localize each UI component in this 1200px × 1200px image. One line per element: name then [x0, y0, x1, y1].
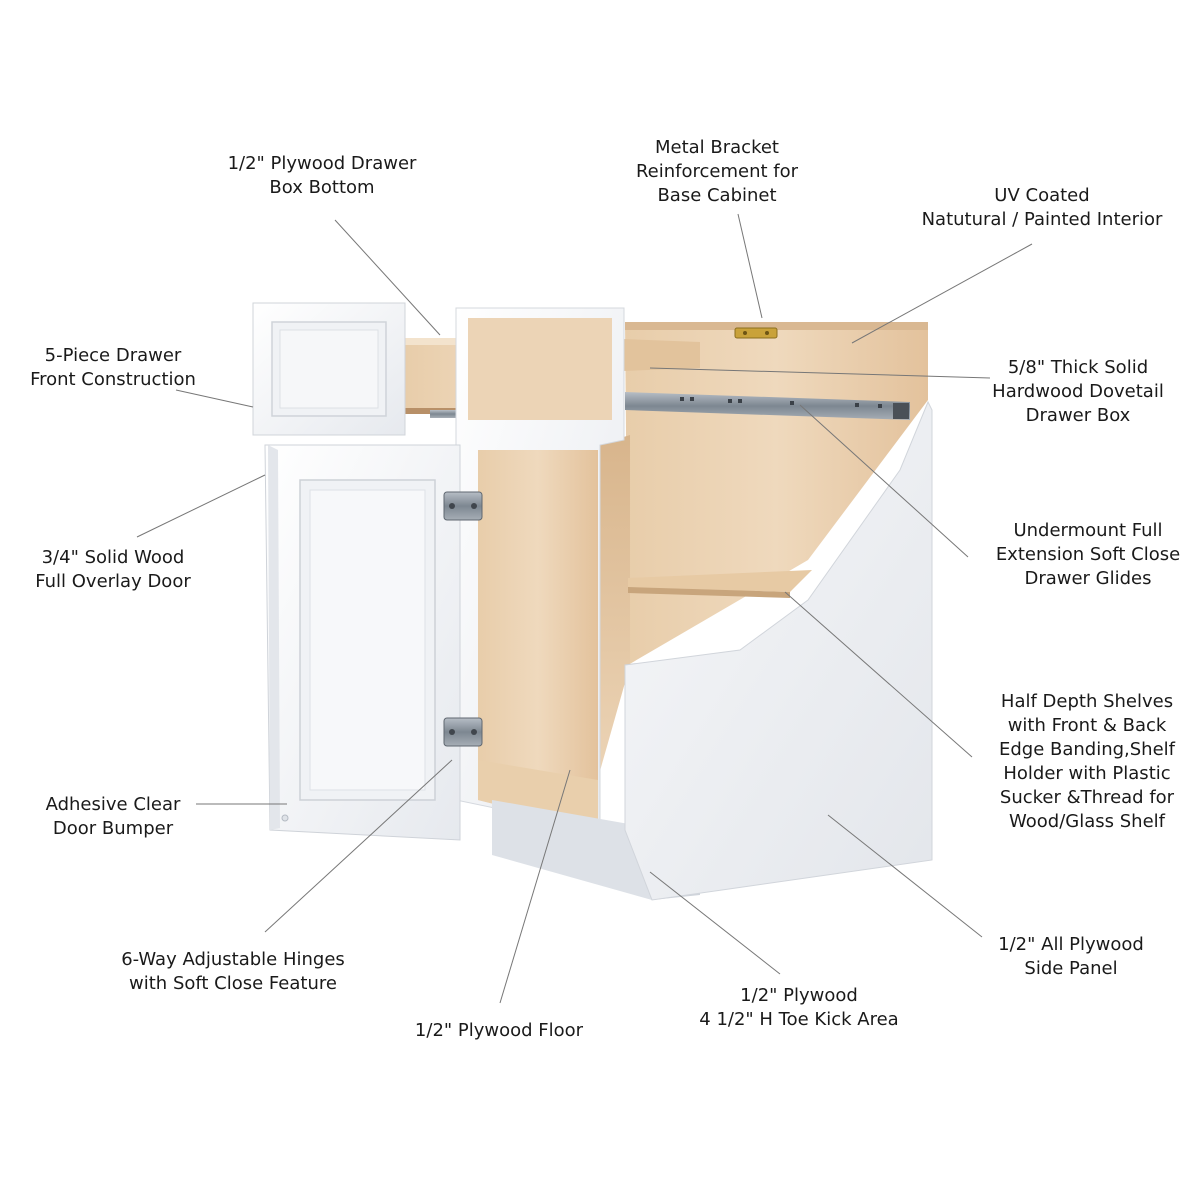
- hinge-top: [443, 491, 483, 521]
- leader-plywood-floor: [499, 769, 571, 1004]
- drawer-glide-right: [625, 392, 910, 420]
- label-overlay-door: 3/4" Solid Wood Full Overlay Door: [35, 547, 191, 592]
- face-frame: [455, 307, 625, 831]
- side-panel: [624, 400, 933, 901]
- label-toe-kick: 1/2" Plywood 4 1/2" H Toe Kick Area: [699, 985, 899, 1030]
- half-depth-shelf: [628, 570, 812, 598]
- leader-drawer-box-bottom: [334, 219, 441, 336]
- leader-dovetail-box: [649, 367, 991, 379]
- leader-overlay-door: [136, 474, 266, 538]
- label-side-panel: 1/2" All Plywood Side Panel: [998, 934, 1144, 979]
- interior-side-wall: [598, 435, 630, 778]
- leader-uv-coated: [851, 243, 1033, 344]
- cabinet-door: [264, 444, 461, 841]
- label-drawer-box-bottom: 1/2" Plywood Drawer Box Bottom: [227, 153, 417, 198]
- label-door-bumper: Adhesive Clear Door Bumper: [45, 794, 181, 839]
- label-plywood-floor: 1/2" Plywood Floor: [414, 1020, 584, 1041]
- leader-side-panel: [827, 814, 983, 938]
- metal-bracket: [734, 327, 778, 339]
- label-uv-coated: UV Coated Natutural / Painted Interior: [921, 185, 1163, 230]
- label-metal-bracket: Metal Bracket Reinforcement for Base Cab…: [635, 137, 799, 206]
- leader-drawer-front: [175, 389, 254, 408]
- label-hinges: 6-Way Adjustable Hinges with Soft Close …: [121, 949, 345, 994]
- label-dovetail-box: 5/8" Thick Solid Hardwood Dovetail Drawe…: [992, 357, 1164, 426]
- leader-half-depth-shelves: [784, 591, 973, 758]
- leader-metal-bracket: [737, 213, 763, 319]
- leader-drawer-glides: [799, 404, 969, 558]
- leader-hinges: [264, 759, 453, 933]
- label-drawer-front: 5-Piece Drawer Front Construction: [30, 345, 196, 390]
- label-half-depth-shelves: Half Depth Shelves with Front & Back Edg…: [998, 691, 1176, 832]
- leader-toe-kick: [649, 871, 781, 975]
- label-drawer-glides: Undermount Full Extension Soft Close Dra…: [995, 520, 1181, 589]
- hinge-bottom: [443, 717, 483, 747]
- drawer-front: [252, 302, 406, 436]
